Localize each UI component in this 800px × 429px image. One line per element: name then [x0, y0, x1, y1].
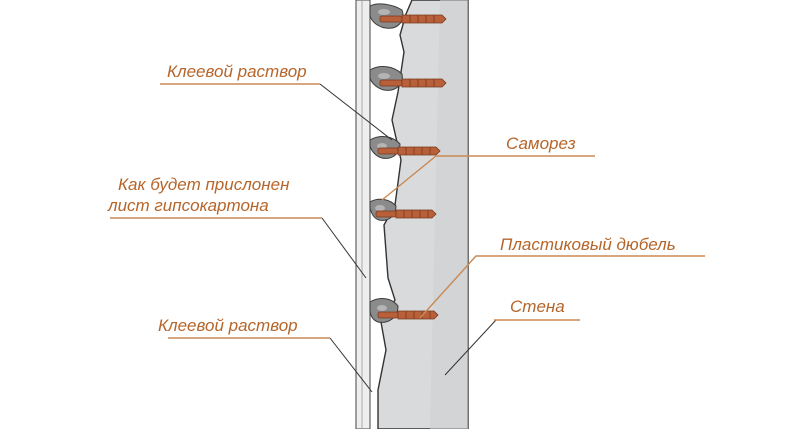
label-screw: Саморез [506, 134, 576, 153]
label-wall: Стена [510, 297, 565, 316]
label-drywall-line1: Как будет прислонен [118, 175, 290, 194]
leader-lines-orange [110, 83, 705, 339]
label-drywall-line2: лист гипсокартона [107, 196, 269, 215]
label-adhesive-top: Клеевой раствор [167, 62, 307, 81]
screw-3 [377, 146, 441, 156]
drywall-sheet [355, 0, 371, 429]
screw-1 [379, 14, 447, 24]
leader-lines-dark [319, 83, 497, 393]
screw-dowel-icon [375, 14, 447, 320]
screw-2 [379, 78, 447, 88]
screw-4 [375, 209, 437, 219]
wall-shading [430, 0, 468, 429]
label-plastic-dowel: Пластиковый дюбель [500, 235, 676, 254]
screw-5 [377, 310, 439, 320]
label-adhesive-bottom: Клеевой раствор [158, 316, 298, 335]
mortar-highlights [375, 9, 390, 311]
